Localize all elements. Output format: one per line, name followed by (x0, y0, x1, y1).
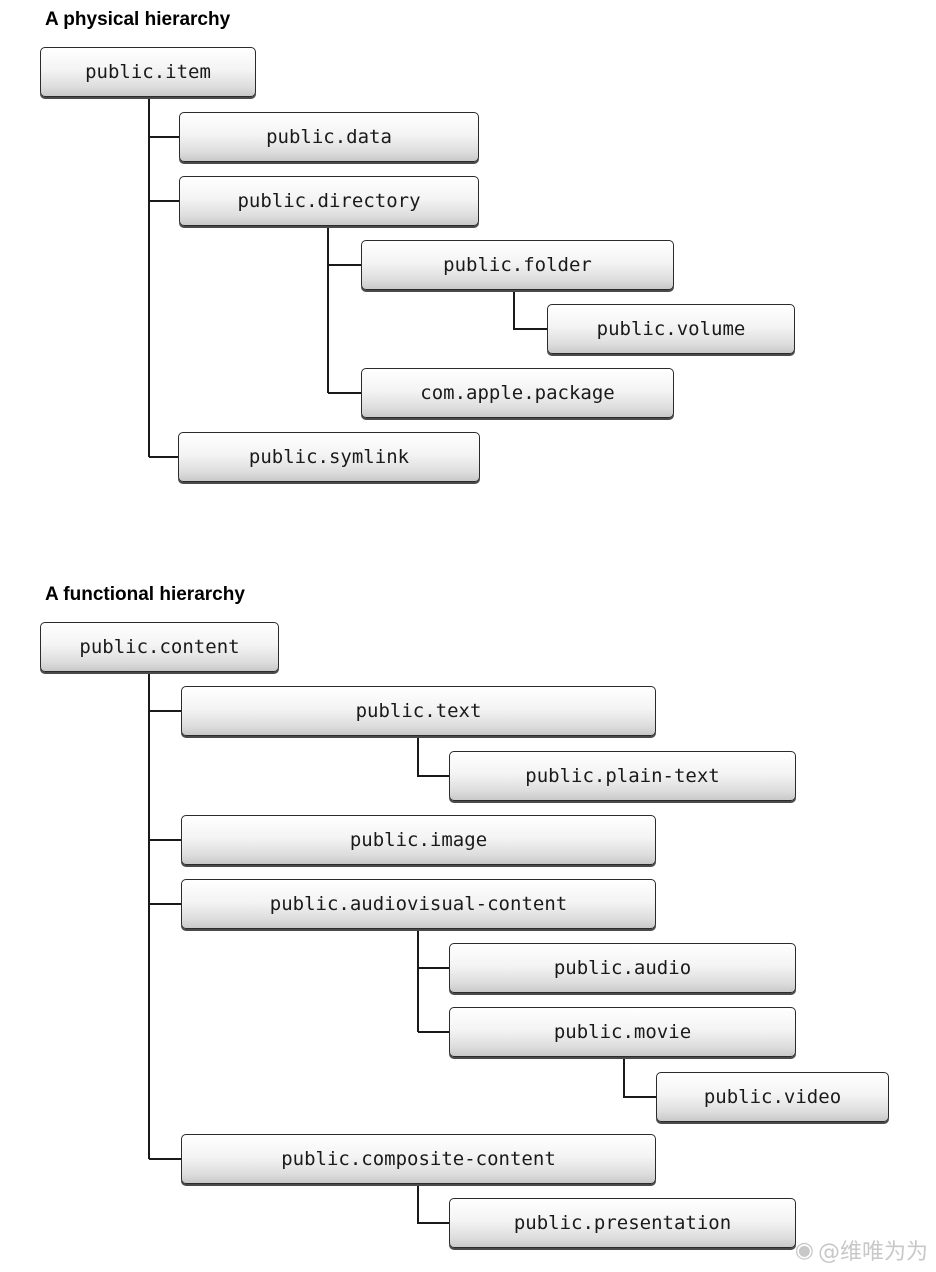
node-com-apple-package: com.apple.package (361, 368, 674, 418)
node-public-video: public.video (656, 1072, 889, 1122)
connector-text-plain-text (417, 736, 449, 777)
weibo-icon: ◉ (794, 1237, 814, 1263)
node-public-presentation: public.presentation (449, 1198, 796, 1248)
node-public-folder: public.folder (361, 240, 674, 290)
node-public-plain-text: public.plain-text (449, 751, 796, 801)
watermark: ◉ @维唯为为 (795, 1234, 928, 1266)
node-public-text: public.text (181, 686, 656, 736)
node-public-volume: public.volume (547, 304, 795, 354)
node-public-content: public.content (40, 622, 279, 672)
physical-hierarchy-title: A physical hierarchy (45, 9, 231, 30)
node-public-audio: public.audio (449, 943, 796, 993)
node-public-composite-content: public.composite-content (181, 1134, 656, 1184)
functional-hierarchy-title: A functional hierarchy (45, 584, 245, 605)
connector-folder-volume (513, 290, 547, 330)
node-public-item: public.item (40, 47, 256, 97)
node-public-image: public.image (181, 815, 656, 865)
connector-movie-video (623, 1057, 656, 1098)
node-public-directory: public.directory (179, 176, 479, 226)
node-public-movie: public.movie (449, 1007, 796, 1057)
node-public-data: public.data (179, 112, 479, 162)
connector-composite-presentation (417, 1184, 449, 1224)
node-public-symlink: public.symlink (178, 432, 480, 482)
watermark-text: @维唯为为 (817, 1240, 928, 1265)
node-public-audiovisual-content: public.audiovisual-content (181, 879, 656, 929)
